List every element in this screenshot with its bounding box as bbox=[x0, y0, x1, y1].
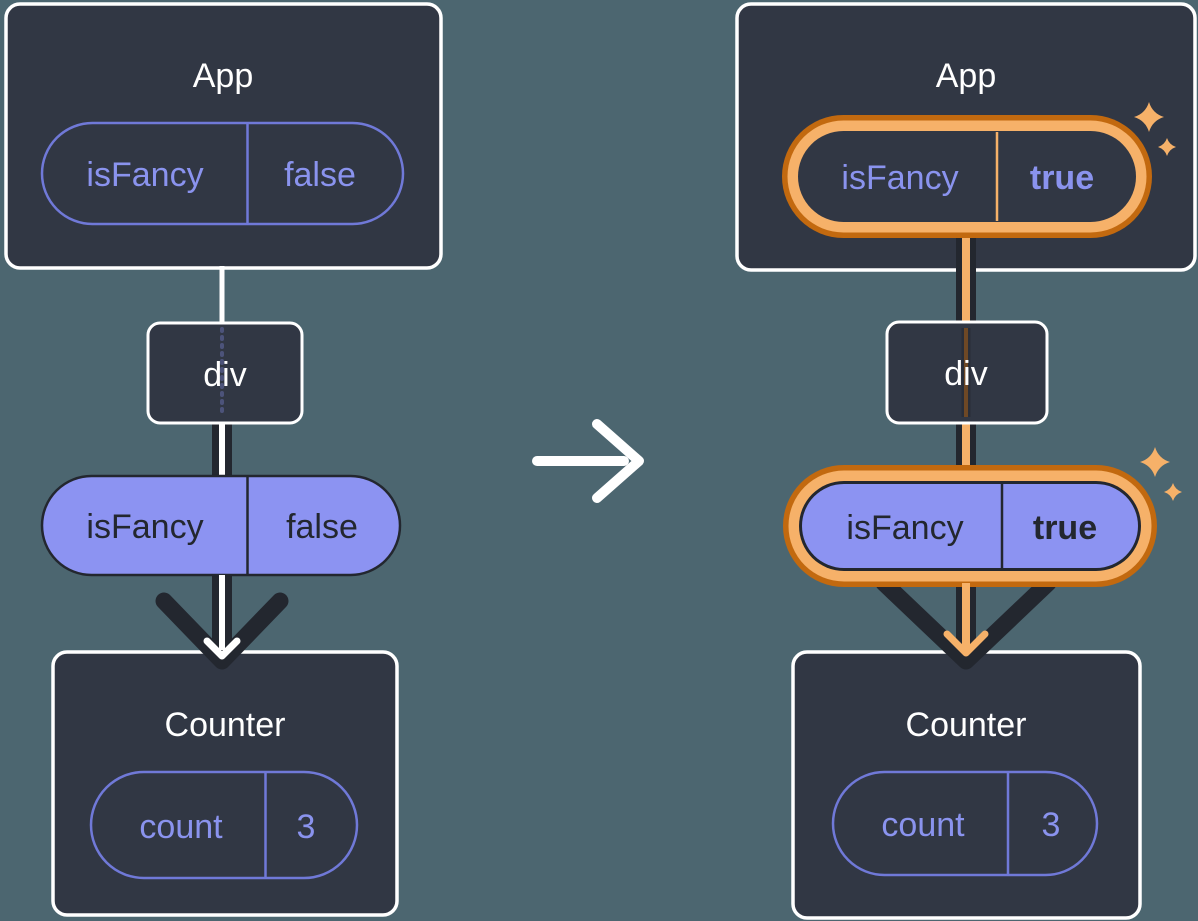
pill-value: 3 bbox=[1042, 806, 1061, 844]
pill-outline bbox=[831, 770, 1099, 877]
app-state-pill: isFancy false bbox=[40, 121, 405, 226]
sparkles-icon bbox=[1140, 447, 1182, 501]
pill-key: isFancy bbox=[86, 508, 203, 546]
sparkle-icon bbox=[1158, 138, 1176, 156]
transition-arrow-icon bbox=[532, 419, 644, 503]
pill-outline bbox=[89, 770, 359, 880]
div-node: div bbox=[146, 321, 304, 425]
pill-key: isFancy bbox=[86, 156, 203, 194]
div-label: div bbox=[944, 355, 987, 393]
pill-body bbox=[798, 131, 1136, 222]
pill-body bbox=[802, 484, 1138, 568]
pill-value: false bbox=[286, 508, 358, 546]
div-box bbox=[146, 321, 304, 425]
app-title: App bbox=[936, 57, 997, 95]
div-node: div bbox=[885, 320, 1049, 425]
app-card bbox=[4, 2, 443, 270]
arrow-head-highlight bbox=[943, 630, 989, 657]
pill-key: count bbox=[881, 806, 965, 844]
sparkle-icon bbox=[1164, 483, 1182, 501]
pill-value: 3 bbox=[297, 808, 316, 846]
pill-key: count bbox=[139, 808, 223, 846]
app-title: App bbox=[193, 57, 254, 95]
pill-value: true bbox=[1030, 159, 1094, 197]
arrow-head bbox=[203, 637, 241, 660]
counter-title: Counter bbox=[165, 706, 286, 744]
right-tree: App isFancy true div bbox=[735, 2, 1197, 920]
arrow-chevron bbox=[875, 574, 1057, 670]
prop-pill: isFancy false bbox=[40, 474, 402, 577]
prop-pill-highlighted: isFancy true bbox=[783, 465, 1157, 587]
sparkles-icon bbox=[1134, 102, 1176, 156]
sparkle-icon bbox=[1134, 102, 1164, 132]
pill-value: true bbox=[1033, 509, 1097, 547]
app-state-pill-highlighted: isFancy true bbox=[782, 115, 1152, 238]
count-pill: count 3 bbox=[831, 770, 1099, 877]
sparkle-icon bbox=[1140, 447, 1170, 477]
pill-value: false bbox=[284, 156, 356, 194]
counter-card bbox=[791, 650, 1142, 920]
pill-key: isFancy bbox=[841, 159, 958, 197]
arrow-chevron bbox=[155, 592, 289, 670]
counter-title: Counter bbox=[906, 706, 1027, 744]
count-pill: count 3 bbox=[89, 770, 359, 880]
pill-key: isFancy bbox=[846, 509, 963, 547]
counter-card bbox=[51, 650, 399, 917]
pill-outline bbox=[40, 121, 405, 226]
div-label: div bbox=[203, 356, 246, 394]
left-tree: App isFancy false div isFancy f bbox=[4, 2, 443, 917]
